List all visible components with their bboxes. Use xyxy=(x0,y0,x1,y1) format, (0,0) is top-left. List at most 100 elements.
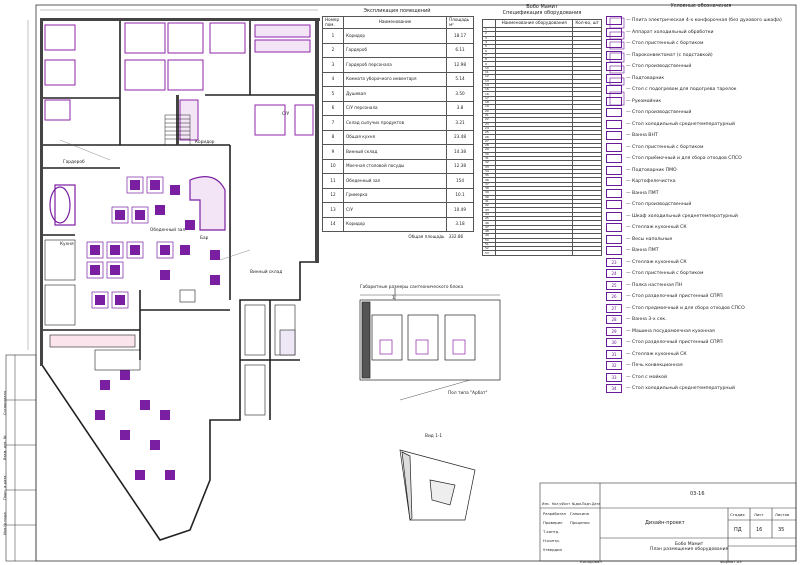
plan-label-cloakroom: Гардероб xyxy=(63,160,85,165)
legend-item: — Аппарат холодильный обработки xyxy=(606,27,714,37)
equip-header-name: Наименование оборудования xyxy=(494,19,574,28)
legend-item-label: — Стол с подогревом для подогрева тарело… xyxy=(626,87,737,92)
stamp-col-header: Кол.уч xyxy=(552,502,564,506)
legend-item: 24 — Стол пристенный с бортиком xyxy=(606,269,703,278)
legend-item: — Стол приёмочный и для сбора отходов СП… xyxy=(606,154,742,163)
stamp-sheet: 16 xyxy=(756,527,763,533)
expl-cell-num: 1 xyxy=(322,28,344,44)
legend-item-label: — Машина посудомоечная кухонная xyxy=(626,328,715,334)
expl-total-value: 332.86 xyxy=(448,234,464,240)
stamp-code: 03-16 xyxy=(690,491,705,497)
legend-item: — Плита электрическая 4-х конфорочная (б… xyxy=(606,16,782,25)
legend-item-label: — Стол производственный xyxy=(626,110,692,115)
side-stamp-label: Подп. и дата xyxy=(3,475,7,500)
legend-item-label: — Плита электрическая 4-х конфорочная (б… xyxy=(626,18,782,23)
expl-cell-num: 9 xyxy=(322,144,344,160)
legend-item-symbol: 34 xyxy=(606,384,622,393)
legend-item-label: — Стол разделочный пристенный СПРП xyxy=(626,340,723,345)
expl-cell-name: Гримерка xyxy=(343,187,447,203)
legend-item-symbol: 24 xyxy=(606,269,622,278)
side-stamp-label: Инв.№ подл. xyxy=(3,511,7,535)
plan-label-wine: Винный склад xyxy=(250,270,283,275)
expl-cell-num: 5 xyxy=(322,86,344,102)
stamp-col-header: Дата xyxy=(592,502,601,506)
expl-cell-area: 3.50 xyxy=(446,86,474,102)
legend-item-label: — Стеллаж кухонный СК xyxy=(626,259,687,265)
legend-item-label: — Стол пристенный с бортиком xyxy=(626,144,704,150)
expl-cell-num: 3 xyxy=(322,57,344,73)
legend-item: — Стол производственный xyxy=(606,62,691,71)
stamp-col-header: №док. xyxy=(572,502,583,506)
sanitary-block-section xyxy=(359,288,501,401)
legend-item-label: — Стол пристенный с бортиком xyxy=(626,271,704,276)
plan-label-bar: Бар xyxy=(200,236,209,241)
legend-item-symbol xyxy=(606,119,622,129)
legend-item-symbol: 26 xyxy=(606,292,622,301)
expl-cell-area: 18.17 xyxy=(446,28,474,44)
stamp-role: Проверил xyxy=(543,520,563,525)
legend-item-symbol xyxy=(606,188,622,198)
expl-cell-name: Обеденный зал xyxy=(343,173,447,189)
expl-cell-area: 3.8 xyxy=(446,100,474,116)
stamp-role: Утвердил xyxy=(543,547,563,552)
legend-item-symbol: 30 xyxy=(606,338,622,347)
stamp-title-line1: Бобо Мамит xyxy=(674,542,704,547)
legend-item-label: — Подтоварник xyxy=(626,75,665,81)
legend-item-symbol xyxy=(606,165,622,175)
legend-item-label: — Рукомойник xyxy=(626,98,662,104)
legend-item-label: — Печь конвекционная xyxy=(626,363,683,368)
top-rooms-fixtures xyxy=(44,22,314,141)
legend-item-label: — Стол приёмочный и для сбора отходов СП… xyxy=(626,156,742,161)
legend-item-symbol xyxy=(606,177,622,186)
section-note: Пол типа "Арбат" xyxy=(448,391,488,396)
expl-cell-name: Комната уборочного инвентаря xyxy=(343,71,447,87)
legend-item: — Рукомойник xyxy=(606,96,662,106)
legend-item: 31— Стеллаж кухонный СК xyxy=(606,349,687,359)
legend-item-symbol xyxy=(606,246,622,255)
expl-cell-name: Гардероб персонала xyxy=(343,57,447,73)
expl-cell-name: Моечная столовой посуды xyxy=(343,158,447,174)
expl-cell-name: Коридор xyxy=(343,216,447,232)
legend-item-label: — Ванна ПМТ xyxy=(626,248,659,253)
equipment-row: 53 xyxy=(482,250,602,256)
legend-item-symbol xyxy=(606,154,622,163)
expl-cell-num: 8 xyxy=(322,129,344,145)
legend-item: 23— Стеллаж кухонный СК xyxy=(606,257,687,267)
equip-header-qty: Кол-во, шт xyxy=(572,19,602,28)
legend-item-symbol xyxy=(606,234,622,244)
legend-item: — Шкаф холодильный среднетемпературный xyxy=(606,211,738,221)
kitchen-equipment xyxy=(44,239,296,416)
expl-header-area: Площадь м² xyxy=(446,16,474,29)
legend-item: — Ванна ПМТ xyxy=(606,188,659,198)
stamp-name: Проценко xyxy=(570,520,590,525)
legend-item-symbol: 25 xyxy=(606,280,622,290)
plan-label-kitchen: Кухня xyxy=(60,242,74,247)
legend-item-label: — Стеллаж кухонный СК xyxy=(626,225,687,230)
legend-item-label: — Стол предмоечный и для сбора отходов С… xyxy=(626,305,745,311)
legend-item: — Стол производственный xyxy=(606,108,691,117)
expl-cell-area: 14.38 xyxy=(446,144,474,160)
sheet-frame xyxy=(35,4,797,562)
equipment-title-line2: Спецификация оборудования xyxy=(502,9,582,16)
section-title: Габаритные размеры сантехнического блока xyxy=(360,285,464,290)
legend-item-symbol xyxy=(606,131,622,140)
expl-cell-name: Гардероб xyxy=(343,42,447,58)
legend-item-symbol xyxy=(606,142,622,152)
staircase xyxy=(164,114,191,146)
expl-cell-area: 12.98 xyxy=(446,57,474,73)
legend-item-label: — Ванна ВНТ xyxy=(626,133,658,138)
legend-item: — Стол пристенный с бортиком xyxy=(606,142,704,152)
expl-cell-name: Душевая xyxy=(343,86,447,102)
legend-item: — Ванна ПМТ xyxy=(606,246,659,255)
expl-cell-area: 12.38 xyxy=(446,158,474,174)
legend-item: 30 — Стол разделочный пристенный СПРП xyxy=(606,338,723,347)
expl-cell-num: 11 xyxy=(322,173,344,189)
